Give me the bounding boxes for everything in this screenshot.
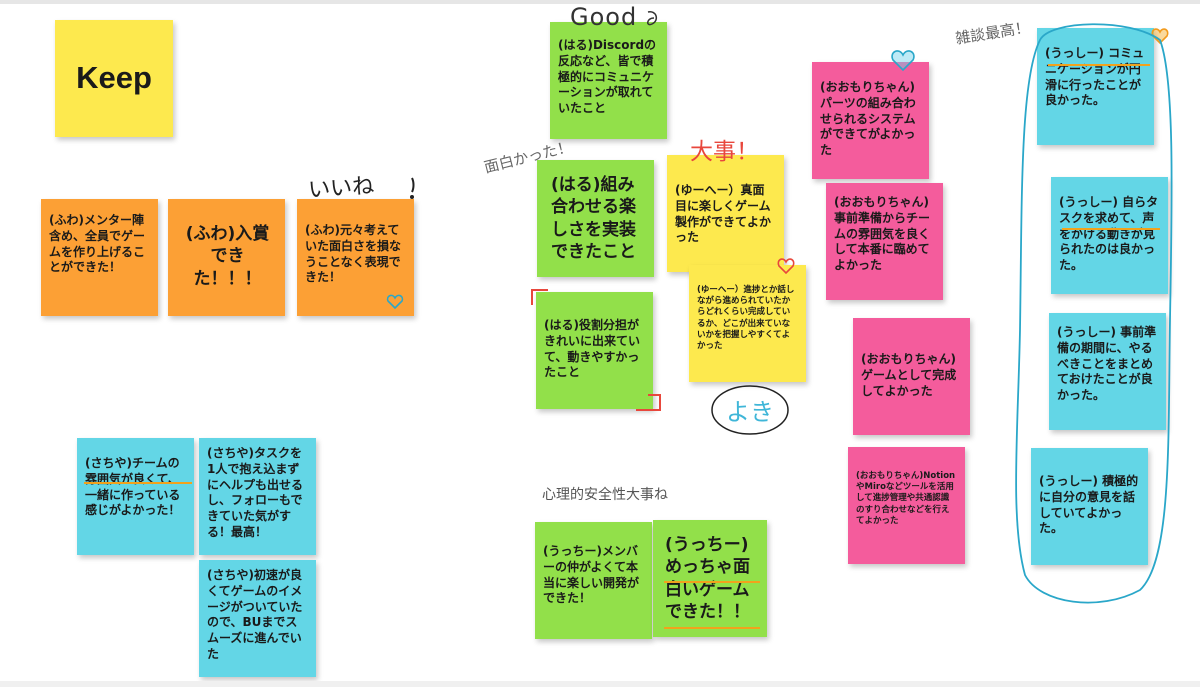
sticky-haru-discord-text: (はる)Discordの反応など、皆で積極的にコミュニケーションが取れていたこと (558, 38, 657, 116)
sticky-oomori-complete-text: (おおもりちゃん)ゲームとして完成してよかった (861, 352, 957, 398)
sticky-fuwa-award[interactable]: (ふわ)入賞できた！！！ (168, 199, 285, 316)
heart-icon (1151, 28, 1169, 45)
sticky-oomori-parts[interactable]: (おおもりちゃん)パーツの組み合わせられるシステムができてがよかった (812, 62, 929, 179)
sticky-oomori-complete[interactable]: (おおもりちゃん)ゲームとして完成してよかった (853, 318, 970, 435)
sticky-sachiya-speed[interactable]: (さちや)初速が良くてゲームのイメージがついていたので、BUまでスムーズに進んで… (199, 560, 316, 677)
annotation-zatsudan[interactable]: 雑談最高！ (954, 18, 1032, 48)
sticky-ussh-comm-text: (うっしー) コミュニケーションが円滑に行ったことが良かった。 (1045, 46, 1145, 108)
sticky-sachiya-team[interactable]: (さちや)チームの雰囲気が良くて、一緒に作っている感じがよかった！ (77, 438, 194, 555)
sticky-ussh-prep[interactable]: (うっしー) 事前準備の期間に、やるべきことをまとめておけたことが良かった。 (1049, 313, 1166, 430)
annotation-shinri[interactable]: 心理的安全性大事ね (542, 487, 668, 503)
sticky-haru-roles-text: (はる)役割分担がきれいに出来ていて、動きやすかったこと (544, 318, 641, 380)
sticky-oomori-tools[interactable]: (おおもりちゃん)NotionやMiroなどツールを活用して進捗管理や共通認識の… (848, 447, 965, 564)
sticky-sachiya-task-text: (さちや)タスクを1人で抱え込まずにヘルプも出せるし、フォローもできていた気がす… (207, 446, 304, 540)
sticky-yuhe-progress-text: (ゆーへー）進捗とか話しながら進められていたからどれくらい完成しているか、どこが… (697, 285, 795, 352)
sticky-oomori-prep-text: (おおもりちゃん)事前準備からチームの雰囲気を良くして本番に臨めてよかった (834, 195, 931, 273)
sticky-oomori-tools-text: (おおもりちゃん)NotionやMiroなどツールを活用して進捗管理や共通認識の… (856, 471, 956, 526)
sticky-haru-roles[interactable]: (はる)役割分担がきれいに出来ていて、動きやすかったこと (536, 292, 653, 409)
sticky-ucchi-members-text: (うっちー)メンバーの仲がよくて本当に楽しい開発ができた！ (543, 544, 640, 606)
sticky-ussh-opinion-text: (うっしー) 積極的に自分の意見を話していてよかった。 (1039, 474, 1139, 536)
sticky-sachiya-speed-text: (さちや)初速が良くてゲームのイメージがついていたので、BUまでスムーズに進んで… (207, 568, 303, 662)
sticky-fuwa-mentor[interactable]: (ふわ)メンター陣含め、全員でゲームを作り上げることができた！ (41, 199, 158, 316)
annotation-yoki[interactable]: よき (726, 398, 774, 426)
sticky-haru-combo[interactable]: (はる)組み合わせる楽しさを実装できたこと (537, 160, 654, 277)
sticky-ucchi-game[interactable]: (うっちー)めっちゃ面白いゲームできた！！ (653, 520, 767, 637)
annotation-daiji[interactable]: 大事！ (690, 139, 759, 165)
sticky-fuwa-original[interactable]: (ふわ)元々考えていた面白さを損なうことなく表現できた！ (297, 199, 414, 316)
keep-title-sticky[interactable]: Keep (55, 20, 173, 137)
annotation-good[interactable]: Good (570, 3, 638, 31)
sticky-oomori-parts-text: (おおもりちゃん)パーツの組み合わせられるシステムができてがよかった (820, 80, 916, 158)
sticky-fuwa-original-text: (ふわ)元々考えていた面白さを損なうことなく表現できた！ (305, 223, 402, 285)
sticky-ucchi-members[interactable]: (うっちー)メンバーの仲がよくて本当に楽しい開発ができた！ (535, 522, 652, 639)
sticky-yuhe-fun[interactable]: (ゆーへー）真面目に楽しくゲーム製作ができてよかった (667, 155, 784, 272)
keep-title-text: Keep (76, 60, 152, 96)
canvas-bottom-edge (0, 681, 1200, 687)
sticky-oomori-prep[interactable]: (おおもりちゃん)事前準備からチームの雰囲気を良くして本番に臨めてよかった (826, 183, 943, 300)
sticky-ussh-prep-text: (うっしー) 事前準備の期間に、やるべきことをまとめておけたことが良かった。 (1057, 325, 1157, 403)
sticky-ussh-task-text: (うっしー) 自らタスクを求めて、声をかける動きが見られたのは良かった。 (1059, 195, 1159, 273)
sticky-ussh-comm[interactable]: (うっしー) コミュニケーションが円滑に行ったことが良かった。 (1037, 28, 1154, 145)
sticky-sachiya-task[interactable]: (さちや)タスクを1人で抱え込まずにヘルプも出せるし、フォローもできていた気がす… (199, 438, 316, 555)
sticky-fuwa-mentor-text: (ふわ)メンター陣含め、全員でゲームを作り上げることができた！ (49, 213, 146, 275)
canvas-top-edge (0, 0, 1200, 4)
sticky-sachiya-team-text: (さちや)チームの雰囲気が良くて、一緒に作っている感じがよかった！ (85, 456, 181, 518)
sticky-yuhe-progress[interactable]: (ゆーへー）進捗とか話しながら進められていたからどれくらい完成しているか、どこが… (689, 265, 806, 382)
sticky-fuwa-award-text: (ふわ)入賞できた！！！ (185, 224, 270, 289)
sticky-ucchi-game-text: (うっちー)めっちゃ面白いゲームできた！！ (665, 535, 750, 623)
sticky-ussh-opinion[interactable]: (うっしー) 積極的に自分の意見を話していてよかった。 (1031, 448, 1148, 565)
sticky-ussh-task[interactable]: (うっしー) 自らタスクを求めて、声をかける動きが見られたのは良かった。 (1051, 177, 1168, 294)
iine-exclamation-stroke (411, 177, 415, 193)
sticky-yuhe-fun-text: (ゆーへー）真面目に楽しくゲーム製作ができてよかった (675, 183, 772, 245)
sticky-haru-combo-text: (はる)組み合わせる楽しさを実装できたこと (551, 175, 636, 263)
annotation-iine[interactable]: いいね (307, 173, 375, 204)
sticky-haru-discord[interactable]: (はる)Discordの反応など、皆で積極的にコミュニケーションが取れていたこと (550, 22, 667, 139)
